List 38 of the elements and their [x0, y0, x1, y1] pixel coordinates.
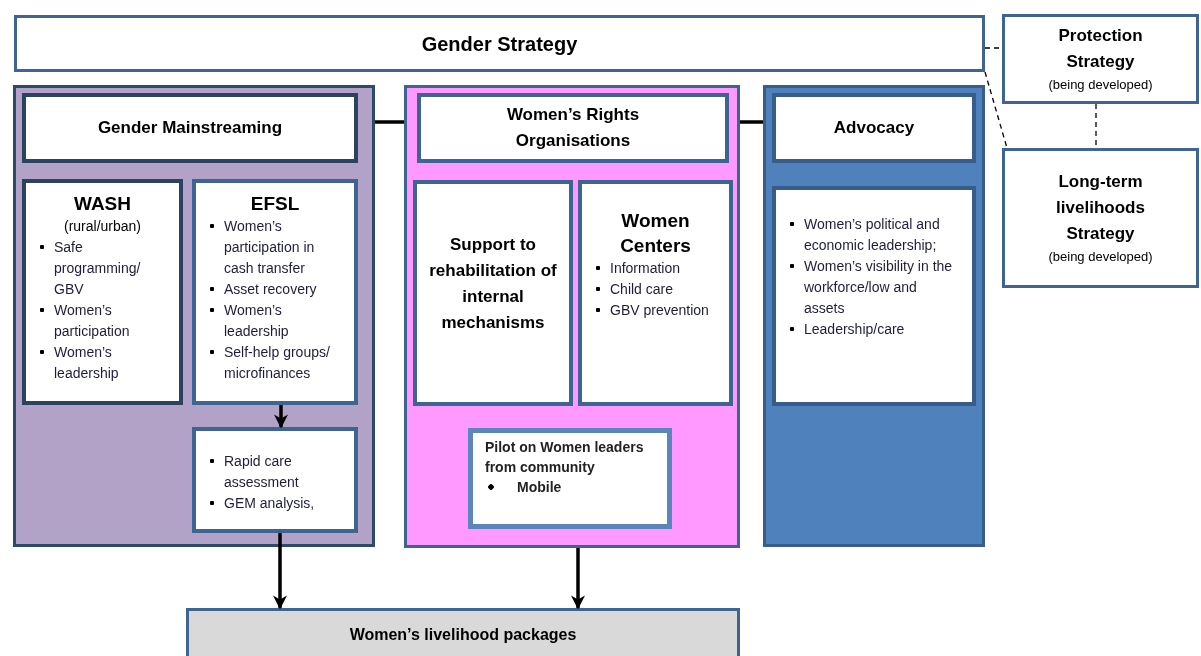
pillar-panel — [404, 85, 740, 548]
heading-text: Gender Mainstreaming — [96, 117, 284, 139]
dashed-connector — [984, 71, 1008, 149]
heading-text: Support to rehabilitation of internal mechanisms — [428, 234, 558, 334]
pilot-box — [468, 428, 672, 529]
heading-text: Advocacy — [832, 117, 916, 139]
title-text: Gender Strategy — [420, 31, 579, 57]
heading-text: Protection Strategy — [1057, 25, 1144, 74]
activity-box — [413, 180, 573, 406]
status-note: (being developed) — [1047, 76, 1154, 95]
title-box — [14, 15, 985, 72]
strategy-box — [1002, 148, 1199, 288]
activity-box — [772, 186, 976, 406]
heading-text: WASH — [73, 192, 132, 216]
header-box — [22, 93, 358, 163]
pilot-text: Pilot on Women leaders from community — [485, 438, 645, 477]
status-note: (being developed) — [1047, 248, 1154, 267]
activity-box — [578, 180, 733, 406]
connector-line — [375, 120, 404, 124]
heading-text: EFSL — [249, 192, 301, 216]
strategy-box — [1002, 14, 1199, 104]
activity-box — [192, 427, 358, 533]
heading-text: Long-term livelihoods Strategy — [1055, 171, 1146, 246]
subtitle-text: (rural/urban) — [63, 217, 142, 236]
connector-line — [740, 120, 763, 124]
arrow — [273, 533, 287, 610]
heading-text: Women’s Rights Organisations — [505, 104, 641, 152]
pillar-panel — [763, 85, 985, 547]
activity-box — [22, 179, 183, 405]
arrow — [571, 548, 585, 610]
activity-box — [192, 179, 358, 405]
output-box — [186, 608, 740, 656]
pillar-panel — [13, 85, 375, 547]
header-box — [417, 93, 729, 163]
arrow — [274, 405, 288, 429]
heading-text: Women’s livelihood packages — [348, 625, 578, 645]
header-box — [772, 93, 976, 163]
heading-text: Women Centers — [619, 209, 692, 258]
